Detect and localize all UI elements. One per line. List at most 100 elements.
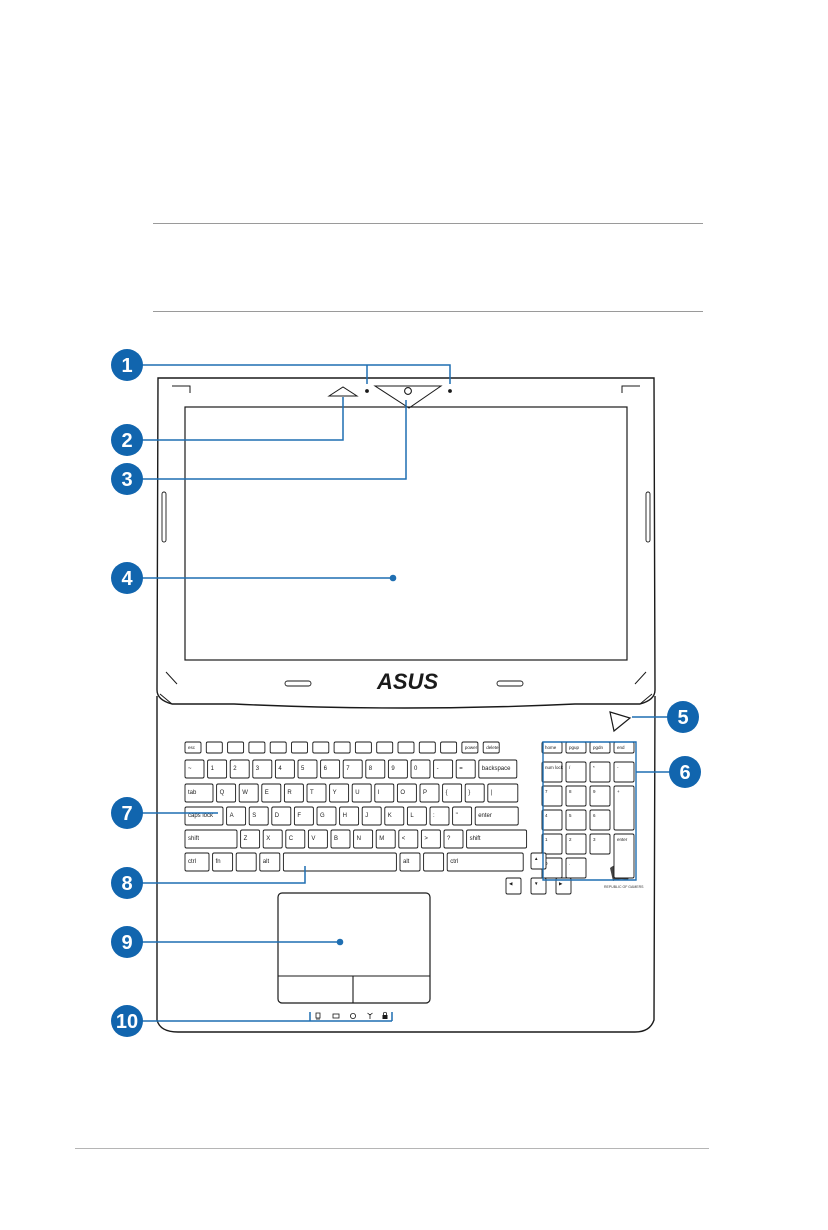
key-9[interactable]: 9 <box>387 759 408 779</box>
key-sym[interactable]: ~ <box>184 759 205 779</box>
numpad---03[interactable]: - <box>613 761 635 783</box>
key-Y[interactable]: Y <box>329 783 350 803</box>
fn-key-0[interactable]: esc <box>184 741 202 754</box>
numpad-4-20[interactable]: 4 <box>541 809 563 831</box>
key-sym[interactable]: | <box>487 783 519 803</box>
key-E[interactable]: E <box>261 783 282 803</box>
key-sym[interactable]: > <box>420 829 441 849</box>
key-4[interactable]: 4 <box>274 759 295 779</box>
key-8[interactable]: 8 <box>365 759 386 779</box>
key-sym[interactable]: = <box>455 759 476 779</box>
key-H[interactable]: H <box>339 806 360 826</box>
numpad-home[interactable]: home <box>541 741 563 754</box>
numpad-end[interactable]: end <box>613 741 635 754</box>
fn-key-10[interactable] <box>397 741 415 754</box>
key-P[interactable]: P <box>419 783 440 803</box>
key-F[interactable]: F <box>293 806 314 826</box>
key-sym[interactable]: < <box>398 829 419 849</box>
numpad-pgdn[interactable]: pgdn <box>589 741 611 754</box>
numpad-.-41[interactable]: . <box>565 857 587 879</box>
key-fn[interactable]: fn <box>212 852 234 872</box>
key-capslock[interactable]: caps lock <box>184 806 224 826</box>
key-blank[interactable] <box>282 852 397 872</box>
key-7[interactable]: 7 <box>342 759 363 779</box>
numpad-+-13[interactable]: + <box>613 785 635 831</box>
fn-key-2[interactable] <box>227 741 245 754</box>
key-A[interactable]: A <box>226 806 247 826</box>
key-ctrl[interactable]: ctrl <box>446 852 524 872</box>
key-6[interactable]: 6 <box>320 759 341 779</box>
fn-key-11[interactable] <box>418 741 436 754</box>
fn-key-9[interactable] <box>376 741 394 754</box>
fn-key-14[interactable]: delete <box>482 741 500 754</box>
numpad-enter-33[interactable]: enter <box>613 833 635 879</box>
arrow-up-key[interactable]: ▲ <box>530 852 547 870</box>
key-I[interactable]: I <box>374 783 395 803</box>
key-shift[interactable]: shift <box>184 829 238 849</box>
numpad-9-12[interactable]: 9 <box>589 785 611 807</box>
fn-key-7[interactable] <box>333 741 351 754</box>
key-tab[interactable]: tab <box>184 783 214 803</box>
key-sym[interactable]: } <box>464 783 485 803</box>
key-sym[interactable]: ? <box>443 829 464 849</box>
key-3[interactable]: 3 <box>252 759 273 779</box>
key-alt[interactable]: alt <box>399 852 421 872</box>
numpad-1-30[interactable]: 1 <box>541 833 563 855</box>
key-K[interactable]: K <box>384 806 405 826</box>
key-C[interactable]: C <box>285 829 306 849</box>
fn-key-3[interactable] <box>248 741 266 754</box>
key-blank[interactable] <box>423 852 445 872</box>
key-sym[interactable]: : <box>429 806 450 826</box>
key-ctrl[interactable]: ctrl <box>184 852 210 872</box>
key-enter[interactable]: enter <box>474 806 519 826</box>
key-alt[interactable]: alt <box>259 852 281 872</box>
key-backspace[interactable]: backspace <box>478 759 518 779</box>
arrow-right-key[interactable]: ▶ <box>555 877 572 895</box>
key-J[interactable]: J <box>361 806 382 826</box>
numpad-5-21[interactable]: 5 <box>565 809 587 831</box>
key-R[interactable]: R <box>283 783 304 803</box>
key-Z[interactable]: Z <box>240 829 261 849</box>
numpad-8-11[interactable]: 8 <box>565 785 587 807</box>
key-0[interactable]: 0 <box>410 759 431 779</box>
key-V[interactable]: V <box>307 829 328 849</box>
arrow-left-key[interactable]: ◀ <box>505 877 522 895</box>
key-T[interactable]: T <box>306 783 327 803</box>
numpad-num lock-00[interactable]: num lock <box>541 761 564 783</box>
fn-key-5[interactable] <box>291 741 308 754</box>
power-button-icon[interactable] <box>609 711 632 733</box>
fn-key-4[interactable] <box>269 741 287 754</box>
key-Q[interactable]: Q <box>216 783 237 803</box>
key-U[interactable]: U <box>351 783 372 803</box>
key-G[interactable]: G <box>316 806 337 826</box>
numpad-2-31[interactable]: 2 <box>565 833 587 855</box>
key-D[interactable]: D <box>271 806 292 826</box>
key-1[interactable]: 1 <box>207 759 228 779</box>
key-sym[interactable]: " <box>452 806 473 826</box>
key-M[interactable]: M <box>375 829 396 849</box>
key-L[interactable]: L <box>406 806 427 826</box>
key-W[interactable]: W <box>238 783 259 803</box>
numpad-7-10[interactable]: 7 <box>541 785 563 807</box>
key-blank[interactable] <box>235 852 257 872</box>
key-N[interactable]: N <box>353 829 374 849</box>
numpad-pgup[interactable]: pgup <box>565 741 587 754</box>
key-shift[interactable]: shift <box>466 829 528 849</box>
numpad-*-02[interactable]: * <box>589 761 611 783</box>
key-X[interactable]: X <box>262 829 283 849</box>
key-O[interactable]: O <box>396 783 417 803</box>
fn-key-6[interactable] <box>312 741 330 754</box>
numpad-6-22[interactable]: 6 <box>589 809 611 831</box>
key-S[interactable]: S <box>248 806 269 826</box>
key-sym[interactable]: { <box>442 783 463 803</box>
numpad-/-01[interactable]: / <box>565 761 587 783</box>
arrow-down-key[interactable]: ▼ <box>530 877 547 895</box>
key-5[interactable]: 5 <box>297 759 318 779</box>
fn-key-12[interactable] <box>440 741 458 754</box>
key-B[interactable]: B <box>330 829 351 849</box>
fn-key-13[interactable]: power <box>461 741 479 754</box>
key-sym[interactable]: - <box>433 759 454 779</box>
key-2[interactable]: 2 <box>229 759 250 779</box>
numpad-3-32[interactable]: 3 <box>589 833 611 855</box>
